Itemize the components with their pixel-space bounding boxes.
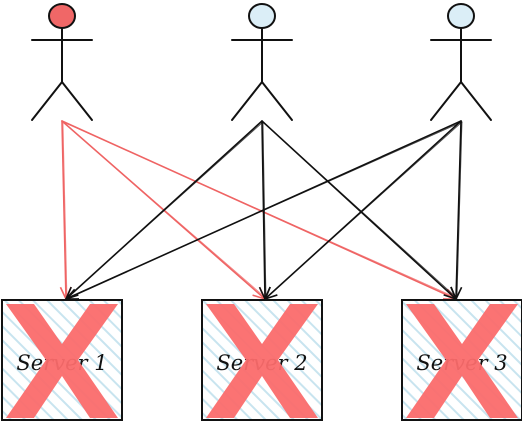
- user-figure-2-healthy: [231, 3, 293, 121]
- users-group: [31, 3, 492, 121]
- cross-out-mark: [206, 304, 318, 418]
- servers-group: Server 1 Server 2 Server 3: [1, 299, 522, 421]
- arrow-user-2-to-server-3: [261, 120, 458, 300]
- server-box-2: Server 2: [201, 299, 323, 421]
- arrow-user-1-to-server-1: [59, 120, 72, 300]
- user-head: [248, 3, 276, 29]
- user-head: [447, 3, 475, 29]
- user-right-leg: [460, 81, 492, 121]
- user-right-leg: [61, 81, 93, 121]
- server-box-3: Server 3: [401, 299, 522, 421]
- user-right-leg: [261, 81, 293, 121]
- user-figure-1-failing: [31, 3, 93, 121]
- user-left-leg: [31, 81, 63, 121]
- user-head: [48, 3, 76, 29]
- server-box-1: Server 1: [1, 299, 123, 421]
- cross-out-mark: [6, 304, 118, 418]
- arrow-user-1-to-server-3: [61, 120, 458, 300]
- arrow-user-3-to-server-2: [264, 120, 463, 300]
- arrow-user-3-to-server-3: [450, 120, 463, 300]
- user-figure-3-healthy: [430, 3, 492, 121]
- user-left-leg: [430, 81, 462, 121]
- connection-arrows: [59, 120, 463, 300]
- user-left-leg: [231, 81, 263, 121]
- cross-out-mark: [406, 304, 518, 418]
